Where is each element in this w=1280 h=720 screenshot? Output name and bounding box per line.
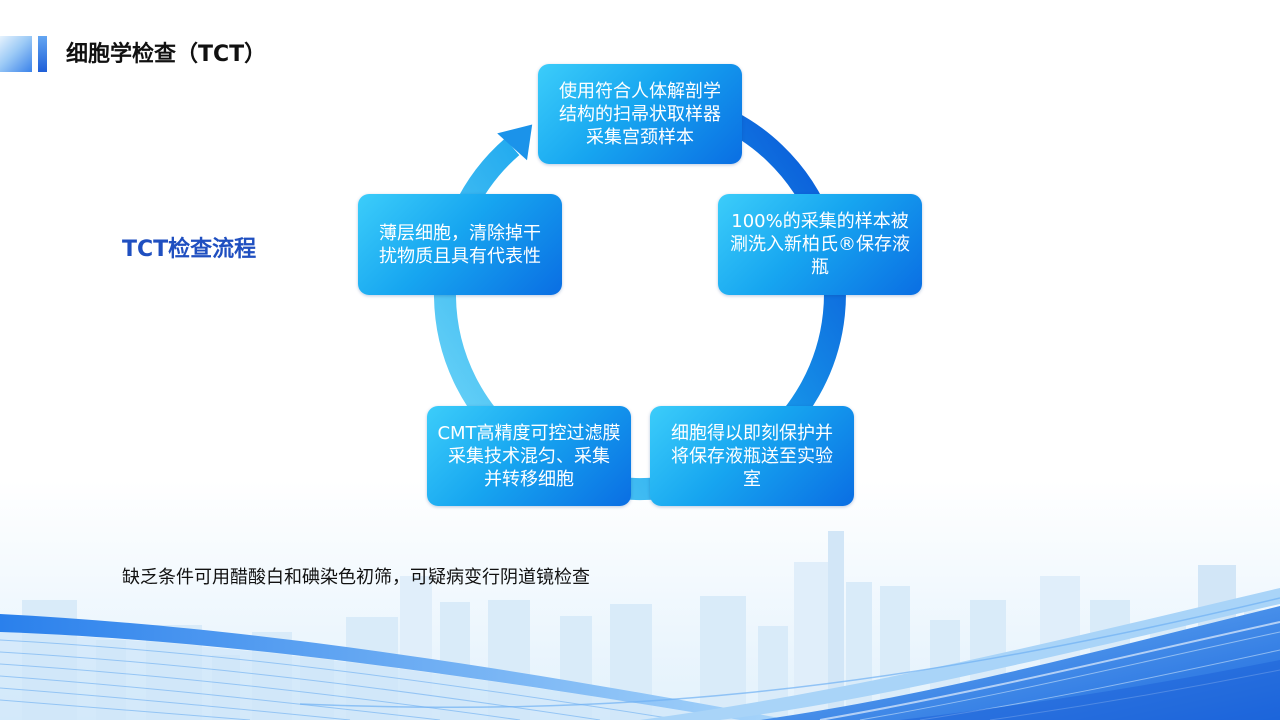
wave-left-mesh	[0, 639, 681, 720]
step-text-line: 采集宫颈样本	[586, 126, 694, 148]
step-text-line: CMT高精度可控过滤膜	[437, 422, 621, 444]
wave-crossing-line	[299, 597, 1280, 708]
mesh-line	[0, 675, 441, 720]
wave-left-band	[0, 614, 790, 720]
mesh-line	[0, 663, 521, 720]
mesh-line	[859, 631, 1280, 720]
step-text-line: 结构的扫帚状取样器	[559, 103, 721, 125]
cycle-step-1-sampling: 使用符合人体解剖学 结构的扫帚状取样器 采集宫颈样本	[538, 64, 742, 164]
cycle-arrowhead-icon	[497, 124, 533, 161]
step-text-line: 并转移细胞	[484, 468, 574, 490]
mesh-line	[0, 687, 351, 720]
title-decoration-bar	[38, 36, 47, 72]
step-text-line: 薄层细胞，清除掉干	[379, 222, 541, 244]
step-text-line: 100%的采集的样本被	[731, 211, 909, 232]
cycle-step-3-transport: 细胞得以即刻保护并 将保存液瓶送至实验 室	[650, 406, 854, 506]
wave-right-highlight	[819, 621, 1280, 720]
cycle-step-2-rinse: 100%的采集的样本被 涮洗入新柏氏®保存液 瓶	[718, 194, 922, 295]
step-text-line: 瓶	[811, 257, 829, 278]
title-decoration-square	[0, 36, 32, 72]
step-text-line: 将保存液瓶送至实验	[671, 445, 833, 467]
wave-right-dark-band	[900, 660, 1280, 720]
section-label: TCT检查流程	[122, 237, 257, 262]
cycle-step-4-filter-transfer: CMT高精度可控过滤膜 采集技术混匀、采集 并转移细胞	[427, 406, 631, 506]
skyline-building	[700, 596, 746, 720]
mesh-line	[0, 639, 681, 720]
step-text-line: 涮洗入新柏氏®保存液	[730, 234, 910, 255]
skyline-building	[828, 531, 844, 720]
footer-note: 缺乏条件可用醋酸白和碘染色初筛，可疑病变行阴道镜检查	[122, 567, 590, 588]
step-text-line: 室	[743, 468, 761, 490]
step-text-line: 细胞得以即刻保护并	[671, 422, 833, 444]
step-text-line: 扰物质且具有代表性	[379, 245, 541, 267]
mesh-line	[0, 699, 251, 720]
cycle-step-5-thin-layer: 薄层细胞，清除掉干 扰物质且具有代表性	[358, 194, 562, 295]
slide-title: 细胞学检查（TCT）	[66, 42, 267, 67]
step-text-line: 使用符合人体解剖学	[559, 80, 721, 102]
step-text-line: 采集技术混匀、采集	[448, 445, 610, 467]
